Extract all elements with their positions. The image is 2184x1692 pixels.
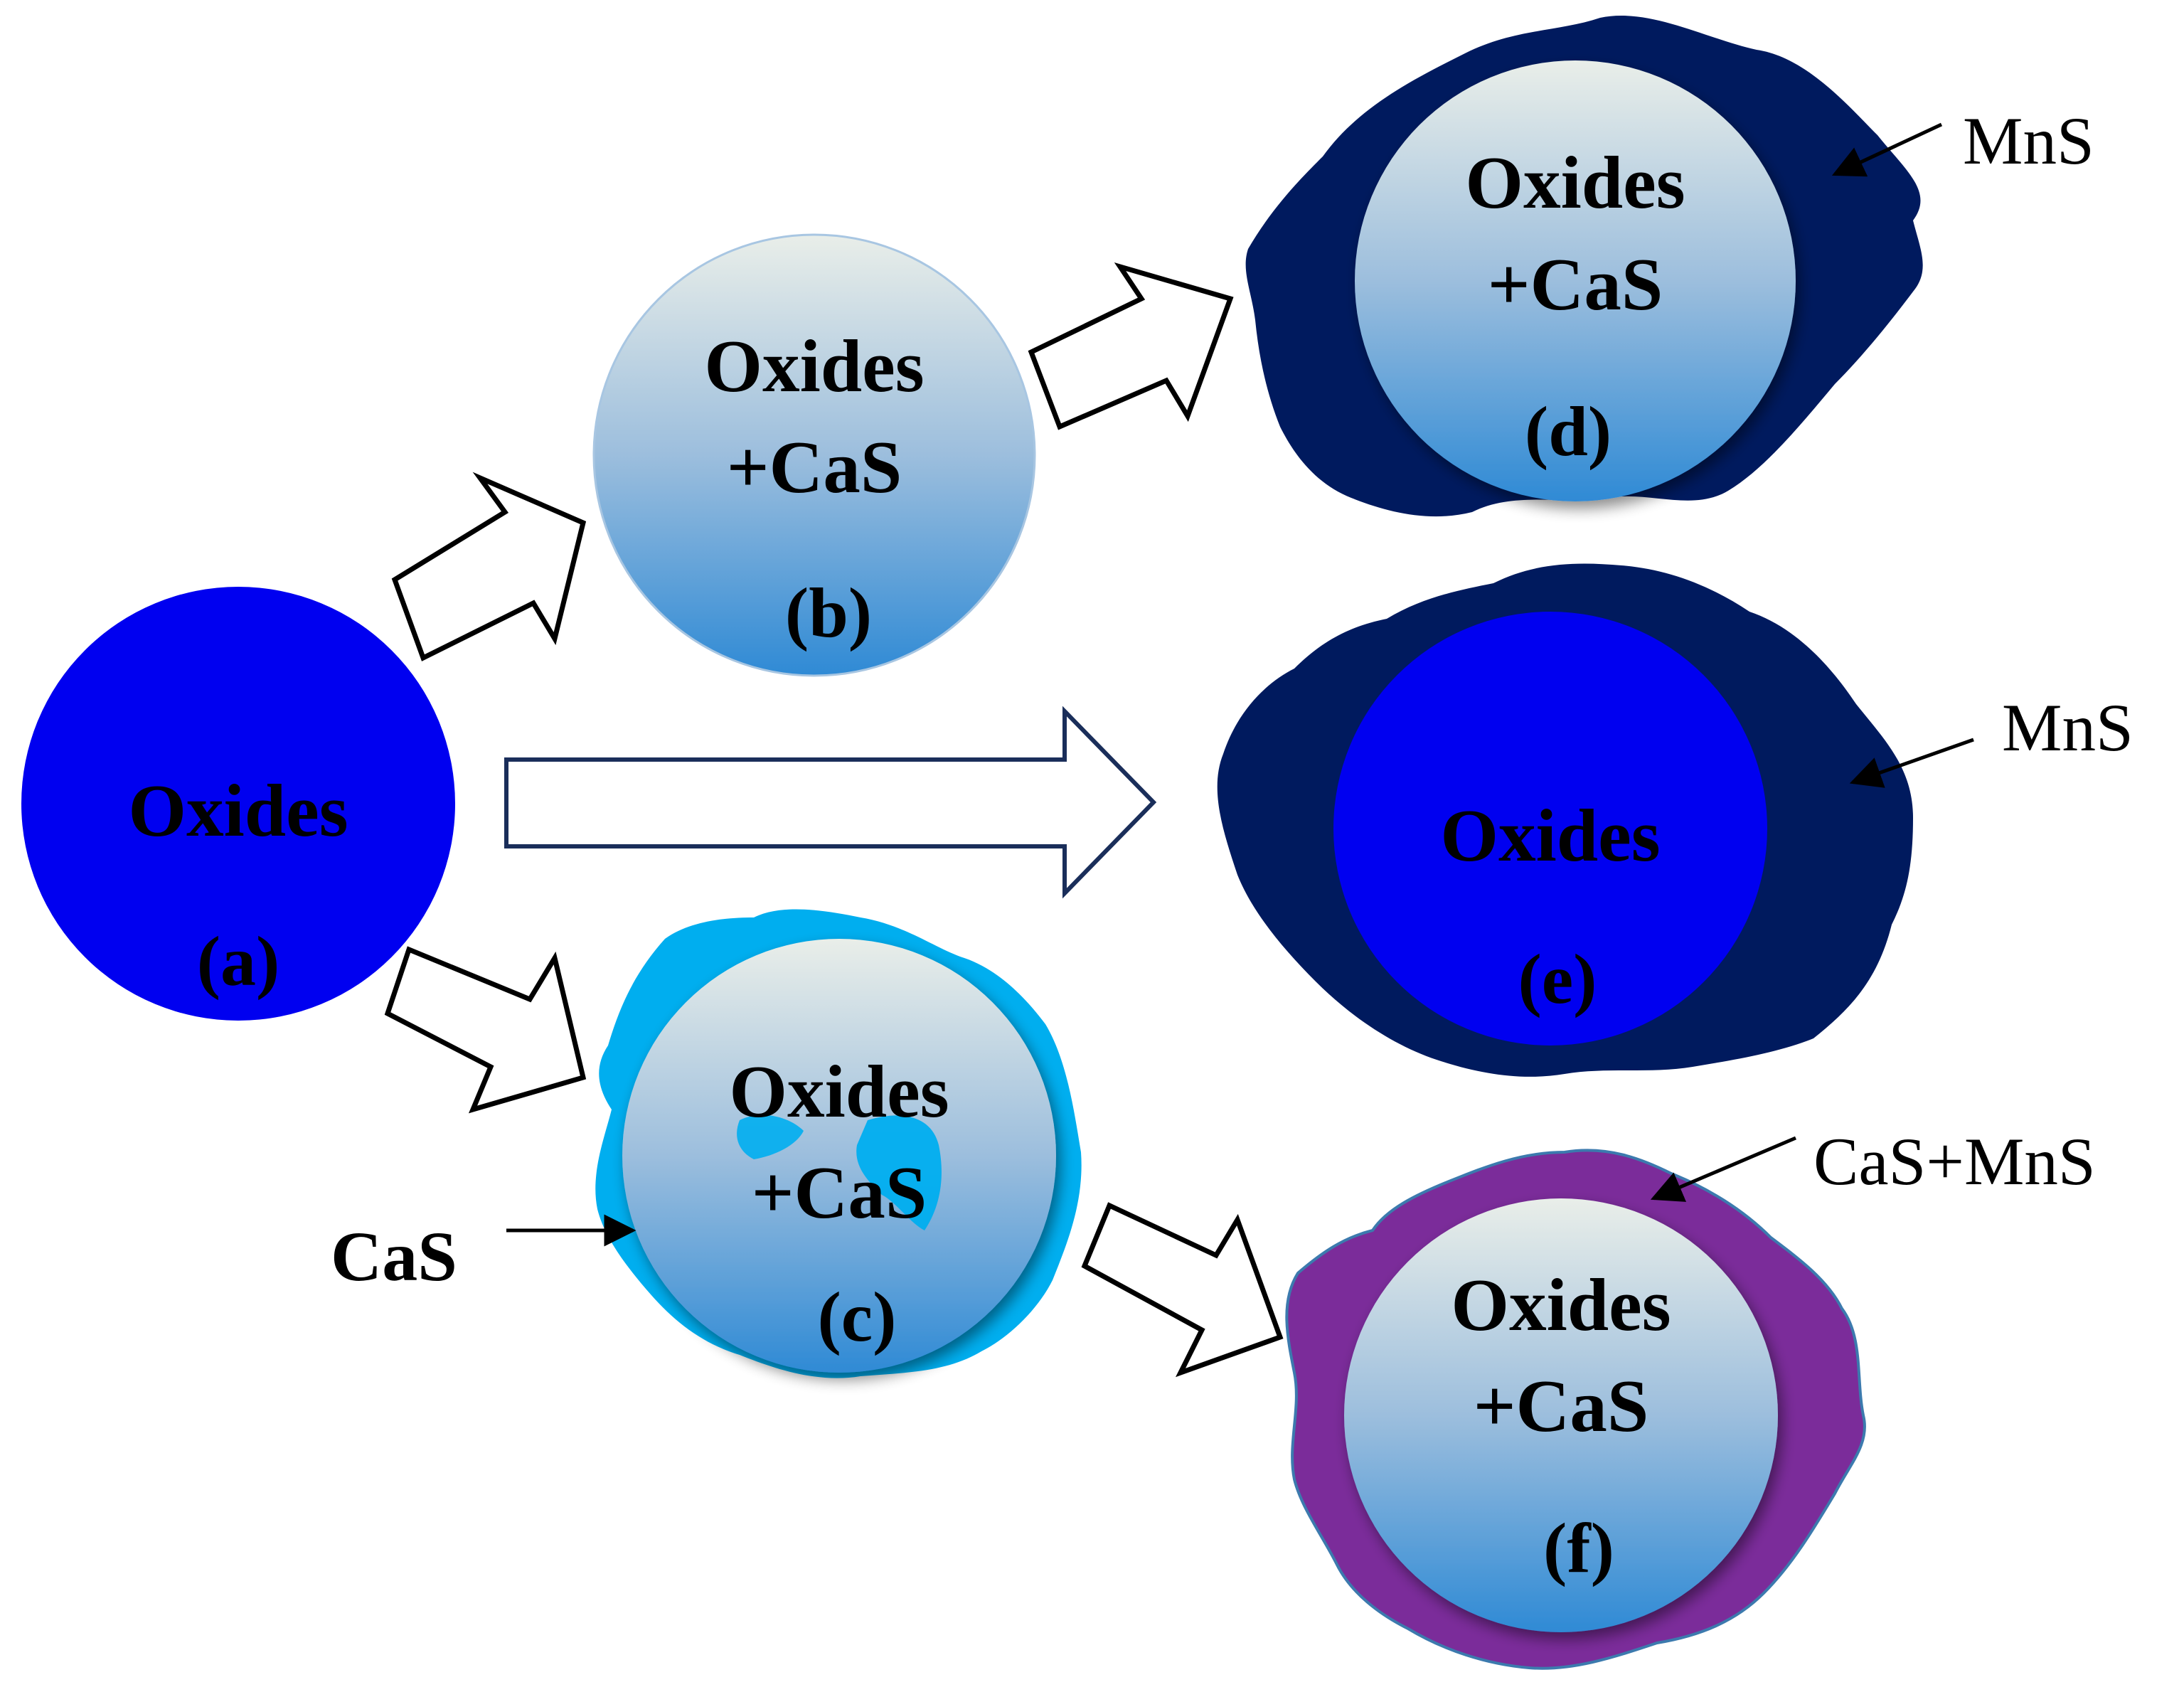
oxide-cas-sphere	[622, 939, 1056, 1373]
oxide-cas-sphere	[1344, 1198, 1778, 1632]
arrow-b-to-d	[1028, 262, 1234, 430]
cas-patch	[856, 1115, 942, 1230]
oxide-core	[21, 587, 455, 1021]
node-f: Oxides +CaS (f)	[1285, 1149, 1866, 1670]
node-d-tag: (d)	[1525, 392, 1612, 471]
callout-f-label: CaS+MnS	[1813, 1124, 2096, 1199]
node-b-label-2: +CaS	[727, 425, 902, 509]
callout-e-label: MnS	[2002, 690, 2134, 765]
callout-c-label: CaS	[331, 1217, 457, 1296]
node-e: Oxides (e)	[1217, 563, 1913, 1077]
node-d-label-1: Oxides	[1465, 141, 1685, 224]
callout-c-cas: CaS	[331, 1214, 636, 1296]
callout-f-casmns: CaS+MnS	[1650, 1124, 2096, 1202]
arrow-a-to-c	[384, 946, 587, 1114]
node-c-label-1: Oxides	[729, 1050, 949, 1133]
callout-d-mns: MnS	[1831, 103, 2094, 179]
node-a-tag: (a)	[197, 922, 280, 1001]
node-f-tag: (f)	[1543, 1509, 1614, 1587]
node-c: Oxides +CaS (c)	[595, 909, 1082, 1378]
node-d: Oxides +CaS (d)	[1245, 15, 1923, 517]
node-a: Oxides (a)	[21, 587, 455, 1021]
arrow-c-to-f	[1081, 1202, 1284, 1378]
node-e-label: Oxides	[1440, 794, 1660, 877]
node-f-label-2: +CaS	[1474, 1364, 1649, 1447]
node-b-label-1: Oxides	[704, 324, 924, 408]
node-c-tag: (c)	[818, 1277, 897, 1356]
pointer-line	[1831, 122, 1943, 177]
pointer-line	[1650, 1136, 1796, 1202]
callout-d-label: MnS	[1963, 103, 2094, 179]
node-e-tag: (e)	[1518, 940, 1597, 1018]
node-d-label-2: +CaS	[1488, 243, 1663, 326]
pointer-line	[1849, 738, 1974, 788]
node-c-label-2: +CaS	[752, 1151, 927, 1234]
callout-e-mns: MnS	[1849, 690, 2134, 788]
oxide-core	[1333, 612, 1767, 1045]
oxide-cas-sphere	[592, 233, 1036, 677]
node-f-label-1: Oxides	[1451, 1263, 1671, 1346]
node-b: Oxides +CaS (b)	[592, 233, 1036, 677]
arrow-a-to-b	[391, 472, 587, 661]
arrow-a-to-e	[504, 706, 1157, 899]
node-b-tag: (b)	[785, 573, 872, 652]
node-a-label: Oxides	[128, 769, 348, 852]
cas-patch	[737, 1114, 804, 1159]
oxide-cas-sphere	[1355, 60, 1796, 501]
